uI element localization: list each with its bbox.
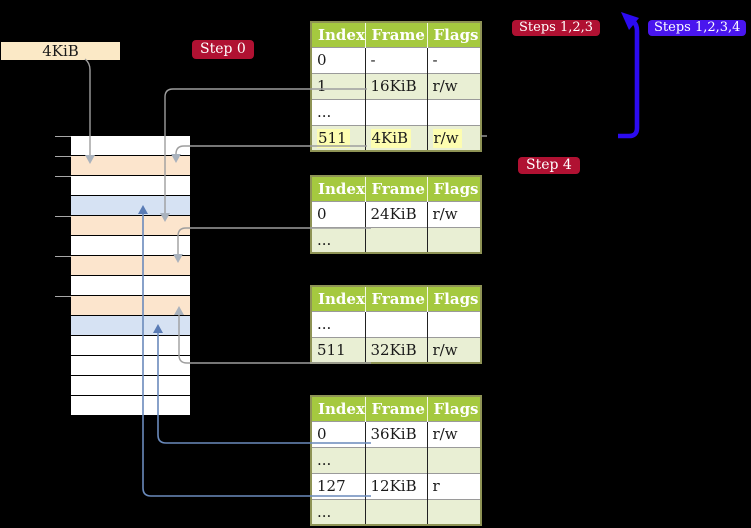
table-cell: ... bbox=[311, 226, 365, 253]
column-header-index: Index bbox=[311, 176, 365, 201]
table-row: ... bbox=[311, 226, 481, 253]
table-cell: ... bbox=[311, 310, 365, 337]
table-row: ... bbox=[311, 310, 481, 337]
table-cell: ... bbox=[311, 498, 365, 525]
table-cell: 0 bbox=[311, 420, 365, 447]
column-header-index: Index bbox=[311, 286, 365, 311]
table-cell: - bbox=[364, 46, 427, 73]
memory-frame-row-peach bbox=[71, 256, 190, 276]
table-cell: ... bbox=[311, 446, 365, 473]
memory-tick bbox=[55, 136, 71, 137]
memory-frame-row-white bbox=[71, 276, 190, 296]
table-row: ... bbox=[311, 98, 481, 125]
column-header-index: Index bbox=[311, 22, 365, 47]
column-header-flags: Flags bbox=[426, 22, 481, 47]
badge-step0: Step 0 bbox=[192, 40, 254, 59]
column-header-frame: Frame bbox=[364, 396, 427, 421]
table-cell bbox=[364, 226, 427, 253]
table-cell bbox=[426, 446, 481, 473]
table-cell: 511 bbox=[311, 124, 365, 151]
column-header-frame: Frame bbox=[364, 22, 427, 47]
memory-tick bbox=[55, 296, 71, 297]
table-cell bbox=[426, 98, 481, 125]
column-header-flags: Flags bbox=[426, 176, 481, 201]
recursive-loop-arrow bbox=[618, 17, 640, 139]
table-cell: - bbox=[426, 46, 481, 73]
badge-steps1234: Steps 1,2,3,4 bbox=[648, 20, 747, 36]
memory-tick bbox=[55, 256, 71, 257]
memory-frame-row-white bbox=[71, 396, 190, 416]
table-cell: 32KiB bbox=[364, 336, 427, 363]
memory-frame-row-white bbox=[71, 336, 190, 356]
memory-frame-row-white bbox=[71, 136, 190, 156]
table-cell bbox=[426, 310, 481, 337]
arrowhead-upleft-icon bbox=[621, 12, 639, 30]
memory-frame-row-white bbox=[71, 236, 190, 256]
memory-tick bbox=[55, 176, 71, 177]
column-header-frame: Frame bbox=[364, 286, 427, 311]
table-cell: 16KiB bbox=[364, 72, 427, 99]
table-cell: ... bbox=[311, 98, 365, 125]
physical-memory-column bbox=[71, 136, 190, 416]
memory-frame-row-blue bbox=[71, 316, 190, 336]
table-cell: 24KiB bbox=[364, 200, 427, 227]
table-cell: 127 bbox=[311, 472, 365, 499]
table-cell: r/w bbox=[426, 72, 481, 99]
table-cell: r/w bbox=[426, 124, 481, 151]
table-cell: 0 bbox=[311, 200, 365, 227]
column-header-flags: Flags bbox=[426, 396, 481, 421]
table-cell bbox=[364, 446, 427, 473]
memory-frame-row-white bbox=[71, 176, 190, 196]
table-cell: 36KiB bbox=[364, 420, 427, 447]
table-cell: r bbox=[426, 472, 481, 499]
table-cell: r/w bbox=[426, 336, 481, 363]
table-row: ... bbox=[311, 498, 481, 525]
memory-tick bbox=[55, 156, 71, 157]
memory-frame-row-white bbox=[71, 356, 190, 376]
badge-step4: Step 4 bbox=[518, 157, 580, 174]
highlighted-value: 4KiB bbox=[370, 128, 412, 148]
table-cell: 4KiB bbox=[364, 124, 427, 151]
table-cell bbox=[426, 498, 481, 525]
table-cell bbox=[364, 98, 427, 125]
column-header-frame: Frame bbox=[364, 176, 427, 201]
highlighted-value: r/w bbox=[432, 128, 462, 148]
table-cell: 12KiB bbox=[364, 472, 427, 499]
table-row: 0-- bbox=[311, 46, 481, 73]
table-cell bbox=[364, 310, 427, 337]
column-header-index: Index bbox=[311, 396, 365, 421]
table-cell bbox=[364, 498, 427, 525]
memory-frame-row-peach bbox=[71, 216, 190, 236]
memory-frame-row-blue bbox=[71, 196, 190, 216]
column-header-flags: Flags bbox=[426, 286, 481, 311]
table-cell: 1 bbox=[311, 72, 365, 99]
table-row: 511 4KiB r/w bbox=[311, 124, 481, 151]
table-cell: 511 bbox=[311, 336, 365, 363]
memory-frame-row-white bbox=[71, 376, 190, 396]
table-cell: r/w bbox=[426, 200, 481, 227]
memory-frame-row-peach bbox=[71, 296, 190, 316]
memory-tick bbox=[55, 216, 71, 217]
table-cell bbox=[426, 226, 481, 253]
table-row: ... bbox=[311, 446, 481, 473]
highlighted-value: 511 bbox=[317, 128, 350, 148]
table-cell: r/w bbox=[426, 420, 481, 447]
frame-size-label: 4KiB bbox=[1, 42, 120, 60]
table-cell: 0 bbox=[311, 46, 365, 73]
badge-steps123: Steps 1,2,3 bbox=[512, 20, 601, 36]
memory-frame-row-peach bbox=[71, 156, 190, 176]
